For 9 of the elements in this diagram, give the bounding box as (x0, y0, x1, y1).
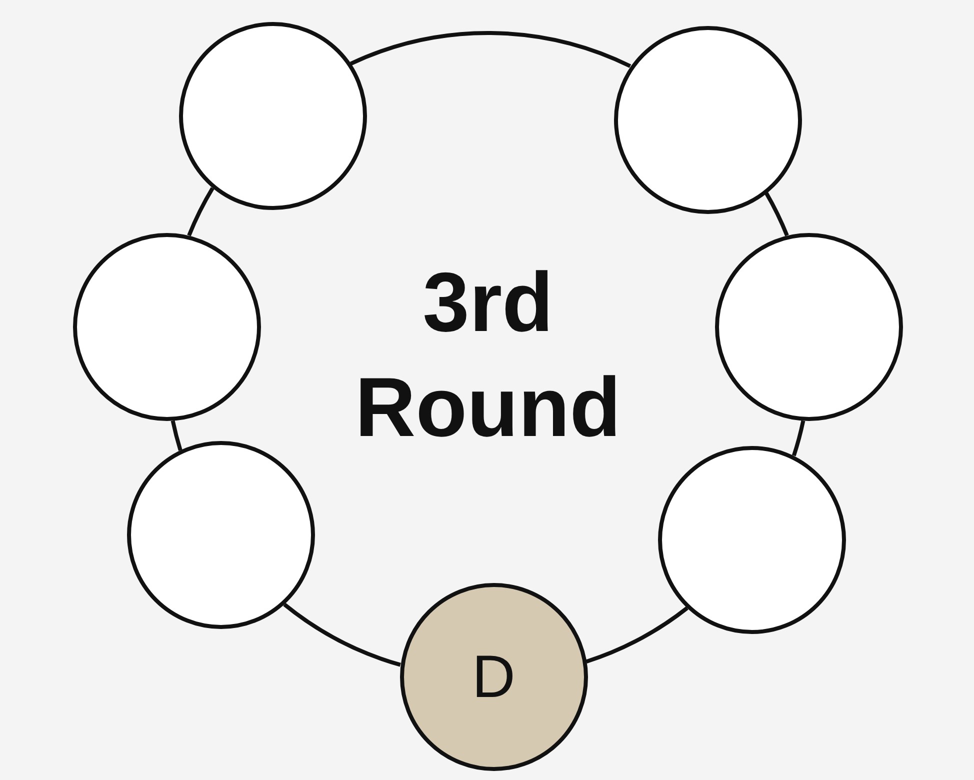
ring-line (170, 420, 182, 451)
round-title: 3rd Round (354, 254, 622, 456)
ring-line (586, 606, 688, 664)
ring-line (792, 420, 806, 456)
ring-line (187, 187, 214, 236)
ring-line (283, 602, 402, 667)
ring-line (350, 32, 631, 68)
player-letter: D (472, 642, 516, 712)
ring-line (764, 192, 789, 236)
